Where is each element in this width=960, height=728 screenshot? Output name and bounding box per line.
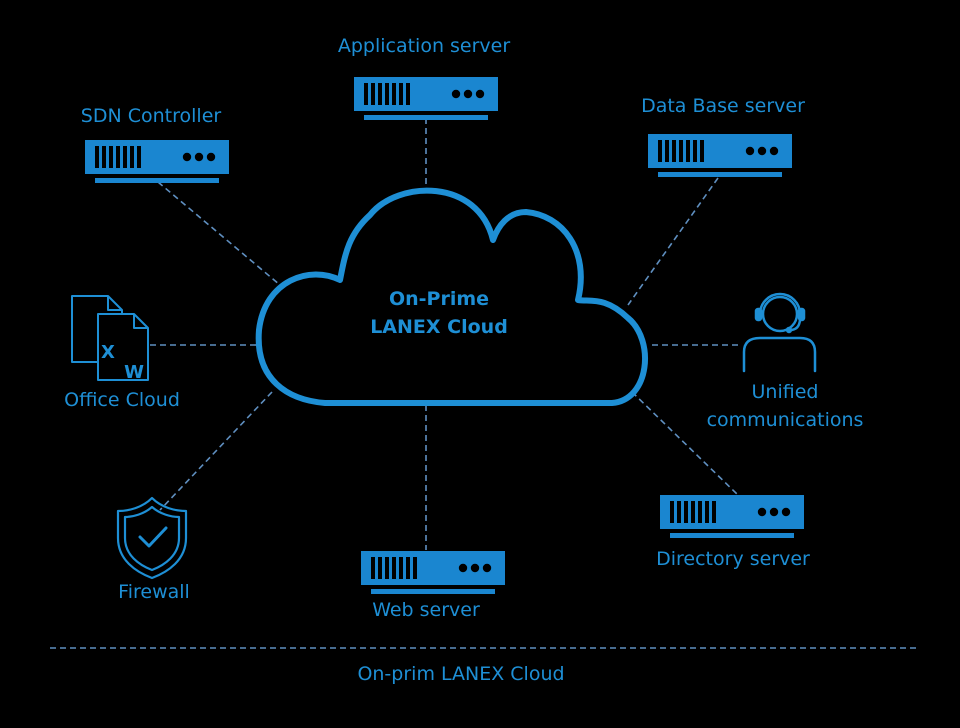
- footer-label: On-prim LANEX Cloud: [357, 663, 565, 685]
- application-server-icon: [354, 77, 498, 120]
- office-cloud-label: Office Cloud: [64, 389, 180, 411]
- connector-firewall: [159, 391, 273, 511]
- cloud-shape: [255, 187, 649, 406]
- directory-server-label: Directory server: [656, 548, 810, 570]
- unified-line2: communications: [706, 408, 864, 431]
- shield-check-icon: [116, 496, 188, 580]
- database-server-label: Data Base server: [641, 95, 805, 117]
- headset-user-icon: [742, 292, 817, 373]
- word-letter: W: [124, 362, 144, 383]
- sdn-controller-server-icon: [85, 140, 229, 183]
- sdn-controller-label: SDN Controller: [80, 105, 222, 127]
- firewall-label: Firewall: [118, 581, 190, 603]
- application-server-label: Application server: [337, 35, 511, 57]
- unified-line1: Unified: [751, 381, 819, 403]
- database-server-icon: [648, 134, 792, 177]
- connector-database: [627, 177, 719, 306]
- unified-communications-label: Unified communications: [707, 379, 864, 434]
- web-server-label: Web server: [372, 599, 480, 621]
- office-documents-icon: X W: [71, 295, 149, 383]
- directory-server-icon: [660, 495, 804, 538]
- connector-sdn: [157, 181, 281, 286]
- cloud-title-line1: On-Prime: [388, 288, 490, 310]
- cloud-title-line2: LANEX Cloud: [370, 316, 508, 338]
- connector-directory: [631, 391, 739, 496]
- connector-lines: [50, 118, 920, 649]
- excel-letter: X: [101, 342, 115, 363]
- web-server-icon: [361, 551, 505, 594]
- cloud-title: On-Prime LANEX Cloud: [370, 285, 508, 341]
